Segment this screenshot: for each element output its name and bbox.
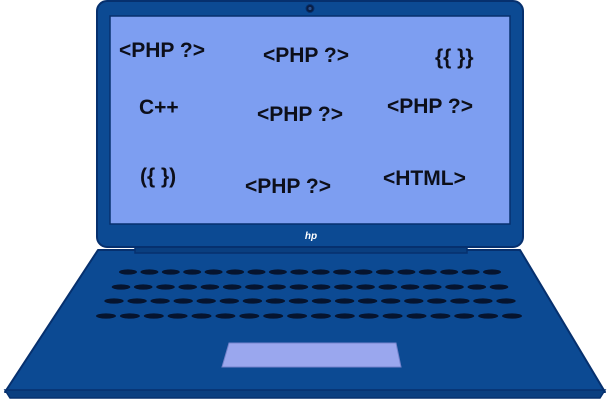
keyboard-key	[381, 298, 401, 304]
keyboard-key	[167, 313, 188, 319]
webcam-lens	[308, 6, 312, 11]
keyboard-key	[196, 298, 216, 304]
screen-code-label: ({ })	[140, 165, 177, 188]
keyboard-key	[440, 269, 459, 275]
keyboard-key	[290, 269, 309, 275]
keyboard-key	[489, 284, 509, 290]
keyboard-key	[200, 284, 220, 290]
keyboard-key	[161, 269, 180, 275]
keyboard-key	[358, 313, 379, 319]
keyboard-key	[418, 269, 437, 275]
keyboard-key	[119, 313, 140, 319]
screen-code-label: <PHP ?>	[387, 95, 473, 118]
keyboard-key	[334, 298, 355, 304]
keyboard-key	[178, 284, 197, 290]
keyboard-key	[310, 313, 331, 319]
hp-logo-text: hp	[305, 231, 317, 242]
keyboard-key	[354, 269, 373, 275]
keyboard-key	[287, 313, 308, 319]
keyboard-key	[378, 284, 398, 290]
keyboard-key	[502, 313, 522, 319]
keyboard-key	[334, 284, 353, 290]
keyboard-key	[127, 298, 147, 304]
keyboard-key	[382, 313, 403, 319]
keyboard-key	[263, 313, 284, 319]
keyboard-key	[183, 269, 202, 275]
keyboard-key	[140, 269, 159, 275]
keyboard-key	[104, 298, 124, 304]
keyboard-key	[357, 298, 378, 304]
keyboard-key	[400, 284, 420, 290]
screen-code-label: <PHP ?>	[245, 175, 331, 198]
keyboard-key	[467, 284, 487, 290]
keyboard-key	[311, 269, 330, 275]
keyboard-key	[496, 298, 516, 304]
keyboard-key	[375, 269, 394, 275]
keyboard-key	[226, 269, 245, 275]
keyboard-key	[239, 313, 260, 319]
keyboard-key	[204, 269, 223, 275]
keyboard-key	[96, 313, 116, 319]
keyboard-key	[450, 298, 470, 304]
laptop-screen	[109, 15, 511, 225]
keyboard-key	[311, 298, 332, 304]
keyboard-key	[461, 269, 480, 275]
keyboard-key	[404, 298, 424, 304]
keyboard-key	[423, 284, 442, 290]
keyboard-key	[242, 298, 263, 304]
keyboard-key	[265, 298, 286, 304]
keyboard-key	[454, 313, 475, 319]
keyboard	[96, 269, 522, 319]
screen-code-label: <PHP ?>	[257, 103, 343, 126]
keyboard-key	[133, 284, 153, 290]
keyboard-key	[289, 284, 309, 290]
keyboard-key	[334, 313, 355, 319]
keyboard-key	[406, 313, 427, 319]
hp-logo-icon	[304, 228, 318, 242]
screen-code-label: <PHP ?>	[263, 44, 349, 67]
touchpad	[221, 342, 402, 368]
keyboard-key	[111, 284, 131, 290]
keyboard-key	[288, 298, 309, 304]
keyboard-key	[356, 284, 375, 290]
keyboard-key	[119, 269, 137, 275]
keyboard-key	[333, 269, 352, 275]
keyboard-key	[445, 284, 464, 290]
screen-code-label: <PHP ?>	[119, 39, 205, 62]
keyboard-key	[478, 313, 499, 319]
keyboard-key	[247, 269, 266, 275]
keyboard-key	[483, 269, 501, 275]
keyboard-key	[191, 313, 212, 319]
keyboard-key	[156, 284, 175, 290]
keyboard-key	[143, 313, 164, 319]
keyboard-key	[215, 313, 236, 319]
keyboard-key	[397, 269, 416, 275]
screen-code-label: {{ }}	[435, 46, 474, 69]
keyboard-key	[311, 284, 331, 290]
keyboard-key	[173, 298, 193, 304]
screen-code-label: <HTML>	[383, 167, 466, 190]
keyboard-key	[267, 284, 286, 290]
laptop-base-front-edge	[3, 389, 607, 399]
keyboard-key	[427, 298, 447, 304]
keyboard-key	[150, 298, 170, 304]
keyboard-key	[268, 269, 287, 275]
keyboard-key	[430, 313, 451, 319]
screen-code-label: C++	[139, 96, 179, 119]
keyboard-key	[222, 284, 242, 290]
keyboard-key	[245, 284, 264, 290]
keyboard-key	[473, 298, 493, 304]
keyboard-key	[219, 298, 239, 304]
